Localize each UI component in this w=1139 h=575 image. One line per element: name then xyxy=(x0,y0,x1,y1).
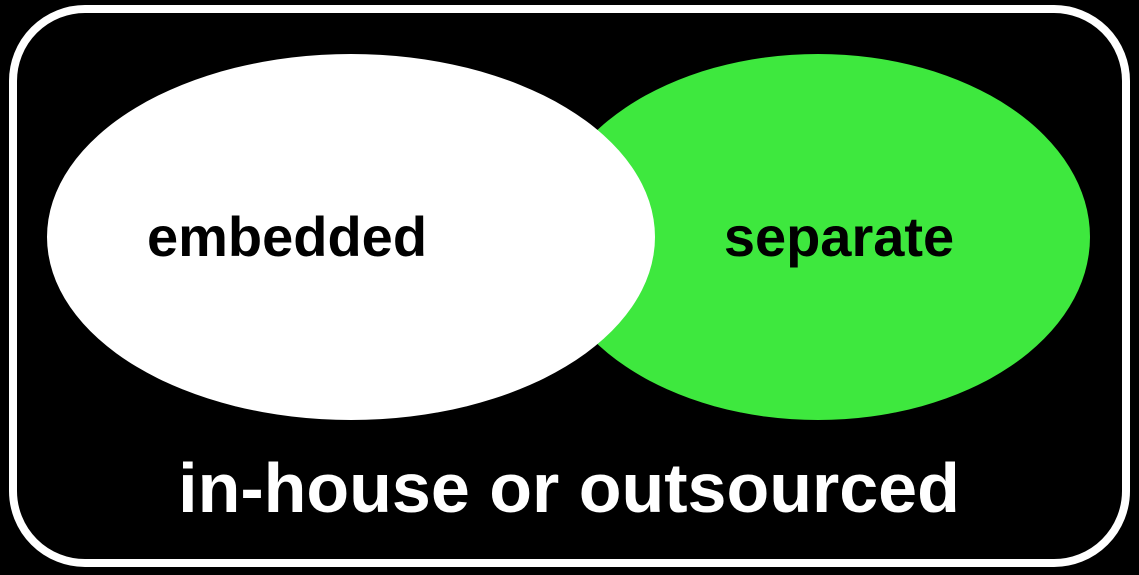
right-ellipse xyxy=(546,54,1090,420)
right-ellipse-label: separate xyxy=(724,205,954,268)
left-ellipse-label: embedded xyxy=(147,205,427,268)
left-ellipse xyxy=(47,54,655,420)
footer-label: in-house or outsourced xyxy=(178,449,960,527)
